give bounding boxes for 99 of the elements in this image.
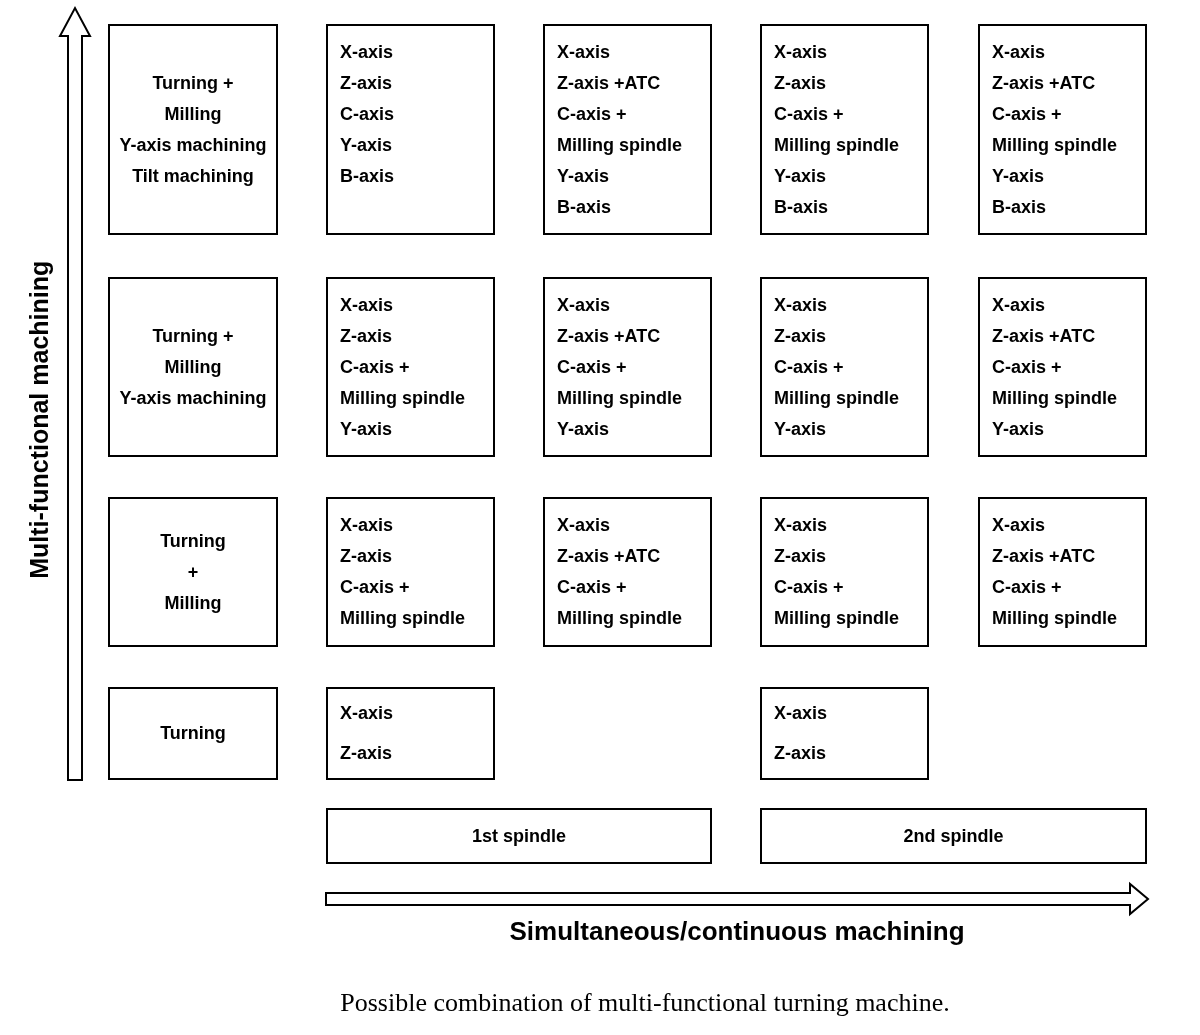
box-text: C-axis + <box>340 356 410 379</box>
box-text: Milling spindle <box>774 387 899 410</box>
box-text: X-axis <box>774 514 828 537</box>
box-text: B-axis <box>774 196 829 219</box>
box-text: X-axis <box>557 41 611 64</box>
box-text: Z-axis +ATC <box>992 325 1096 348</box>
box-text: Y-axis <box>340 134 393 157</box>
box-text: X-axis <box>774 41 828 64</box>
box-text: Y-axis <box>557 165 610 188</box>
box-text: Y-axis machining <box>119 386 267 410</box>
box-text: X-axis <box>992 514 1046 537</box>
process-box <box>108 497 278 647</box>
box-text: Milling spindle <box>774 607 899 630</box>
process-box <box>326 24 495 235</box>
box-text: X-axis <box>992 294 1046 317</box>
caption: Possible combination of multi-functional turning machine. <box>340 987 950 1019</box>
box-text: X-axis <box>340 41 394 64</box>
box-text: Z-axis +ATC <box>992 72 1096 95</box>
process-box <box>760 497 929 647</box>
box-text: Turning + <box>152 71 234 95</box>
box-text: X-axis <box>340 294 394 317</box>
box-text: Z-axis +ATC <box>557 325 661 348</box>
box-text: C-axis + <box>557 356 627 379</box>
box-text: Milling spindle <box>992 387 1117 410</box>
box-text: Turning <box>160 529 226 553</box>
box-text: Z-axis <box>774 545 827 568</box>
box-text: Milling spindle <box>557 134 682 157</box>
box-text: Z-axis <box>340 325 393 348</box>
process-box <box>326 277 495 457</box>
box-text: Z-axis <box>340 72 393 95</box>
box-text: C-axis + <box>992 356 1062 379</box>
box-text: Y-axis <box>557 418 610 441</box>
box-text: + <box>187 560 199 584</box>
box-text: Z-axis +ATC <box>992 545 1096 568</box>
box-text: Milling spindle <box>774 134 899 157</box>
box-text: X-axis <box>992 41 1046 64</box>
box-text: Turning <box>160 722 226 745</box>
box-text: Milling spindle <box>340 607 465 630</box>
process-box <box>543 497 712 647</box>
box-text: C-axis + <box>774 356 844 379</box>
box-text: C-axis + <box>992 103 1062 126</box>
process-box <box>108 277 278 457</box>
box-text: Z-axis <box>774 72 827 95</box>
box-text: C-axis + <box>774 103 844 126</box>
box-text: Y-axis <box>774 165 827 188</box>
box-text: Z-axis <box>340 742 393 765</box>
process-box <box>543 24 712 235</box>
process-box <box>543 277 712 457</box>
process-box <box>326 808 712 864</box>
box-text: C-axis + <box>557 103 627 126</box>
box-text: Z-axis <box>340 545 393 568</box>
box-text: Turning + <box>152 324 234 348</box>
box-text: B-axis <box>557 196 612 219</box>
box-text: B-axis <box>992 196 1047 219</box>
box-text: C-axis + <box>992 576 1062 599</box>
box-text: X-axis <box>774 702 828 725</box>
box-text: X-axis <box>340 514 394 537</box>
box-text: X-axis <box>340 702 394 725</box>
box-text: Z-axis <box>774 742 827 765</box>
box-text: B-axis <box>340 165 395 188</box>
box-text: 2nd spindle <box>903 824 1004 848</box>
process-box <box>760 808 1147 864</box>
box-text: Y-axis <box>340 418 393 441</box>
axis-label: Multi-functional machining <box>24 261 55 579</box>
process-box <box>978 497 1147 647</box>
box-text: C-axis + <box>557 576 627 599</box>
box-text: C-axis <box>340 103 395 126</box>
box-text: X-axis <box>557 294 611 317</box>
box-text: Tilt machining <box>132 164 254 188</box>
process-box <box>326 687 495 780</box>
box-text: Milling spindle <box>557 387 682 410</box>
box-text: Milling spindle <box>992 607 1117 630</box>
axis-label: Simultaneous/continuous machining <box>509 915 965 948</box>
box-text: Y-axis <box>992 418 1045 441</box>
process-box <box>760 687 929 780</box>
box-text: Milling <box>164 355 222 379</box>
process-box <box>108 687 278 780</box>
process-box <box>978 24 1147 235</box>
process-box <box>760 24 929 235</box>
box-text: Milling spindle <box>992 134 1117 157</box>
box-text: X-axis <box>557 514 611 537</box>
box-text: Milling spindle <box>340 387 465 410</box>
box-text: Milling <box>164 102 222 126</box>
box-text: Milling spindle <box>557 607 682 630</box>
box-text: Z-axis +ATC <box>557 545 661 568</box>
box-text: C-axis + <box>340 576 410 599</box>
box-text: C-axis + <box>774 576 844 599</box>
box-text: Y-axis <box>992 165 1045 188</box>
box-text: 1st spindle <box>472 824 566 848</box>
process-box <box>108 24 278 235</box>
process-box <box>326 497 495 647</box>
box-text: Z-axis <box>774 325 827 348</box>
process-box <box>760 277 929 457</box>
box-text: X-axis <box>774 294 828 317</box>
process-box <box>978 277 1147 457</box>
box-text: Y-axis machining <box>119 133 267 157</box>
box-text: Y-axis <box>774 418 827 441</box>
box-text: Z-axis +ATC <box>557 72 661 95</box>
box-text: Milling <box>164 591 222 615</box>
